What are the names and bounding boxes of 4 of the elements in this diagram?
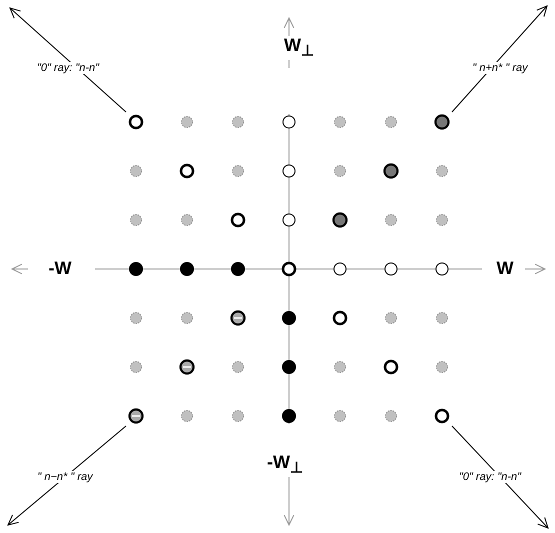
axis-label: -W$_{⊥}$ [265, 452, 305, 478]
ray-label: " n−n* " ray [35, 470, 95, 484]
axis-label: W$_{⊥}$ [282, 36, 316, 60]
ray-label: " n+n* " ray [470, 62, 530, 74]
